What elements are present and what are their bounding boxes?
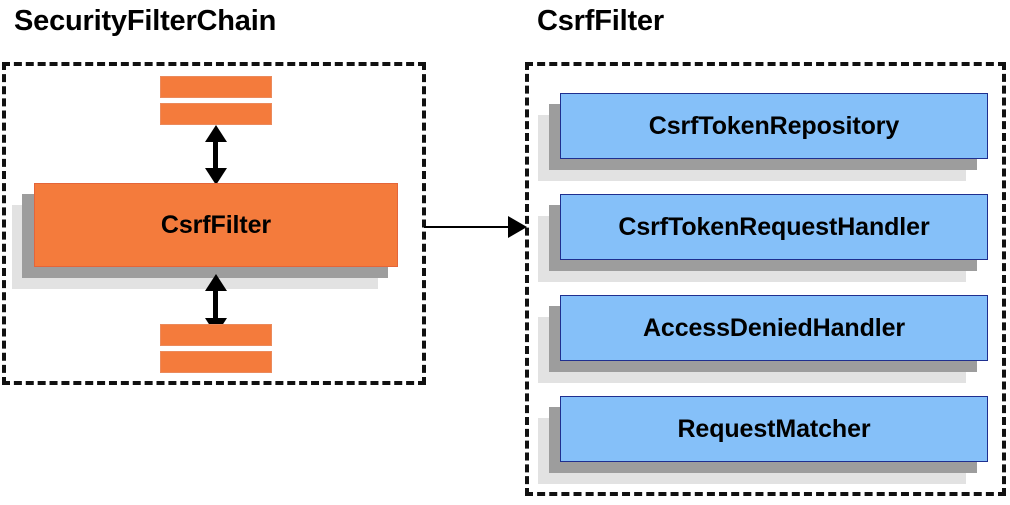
- node-label: CsrfTokenRequestHandler: [618, 212, 930, 241]
- node-face: CsrfTokenRepository: [560, 93, 988, 159]
- arrow-head-up-top: [205, 125, 227, 142]
- node-face: AccessDeniedHandler: [560, 295, 988, 361]
- filter-sliver-below-2: [160, 351, 272, 373]
- node-face: CsrfFilter: [34, 183, 398, 267]
- node-request-matcher[interactable]: RequestMatcher: [538, 396, 1008, 484]
- filter-sliver-above-2: [160, 103, 272, 125]
- node-face: RequestMatcher: [560, 396, 988, 462]
- node-face: CsrfTokenRequestHandler: [560, 194, 988, 260]
- csrf-filter-container: [525, 62, 1006, 496]
- arrow-shaft-bottom: [213, 289, 218, 323]
- node-csrf-token-repository[interactable]: CsrfTokenRepository: [538, 93, 1008, 181]
- security-filter-chain-container: [2, 62, 426, 385]
- page-title-csrf-filter: CsrfFilter: [537, 5, 664, 37]
- node-label: CsrfFilter: [160, 210, 272, 239]
- node-label: AccessDeniedHandler: [642, 313, 906, 342]
- connector-shaft: [424, 226, 510, 228]
- connector-arrow-head-icon: [508, 216, 527, 238]
- filter-sliver-above-1: [160, 76, 272, 98]
- node-csrf-filter[interactable]: CsrfFilter: [12, 183, 408, 289]
- node-access-denied-handler[interactable]: AccessDeniedHandler: [538, 295, 1008, 383]
- arrow-shaft-top: [213, 140, 218, 175]
- filter-sliver-below-1: [160, 324, 272, 346]
- arrow-head-up-bottom: [205, 274, 227, 291]
- page-title-security-filter-chain: SecurityFilterChain: [14, 5, 277, 37]
- node-label: CsrfTokenRepository: [648, 111, 900, 140]
- node-csrf-token-request-handler[interactable]: CsrfTokenRequestHandler: [538, 194, 1008, 282]
- arrow-head-down-top: [205, 168, 227, 185]
- node-label: RequestMatcher: [677, 414, 871, 443]
